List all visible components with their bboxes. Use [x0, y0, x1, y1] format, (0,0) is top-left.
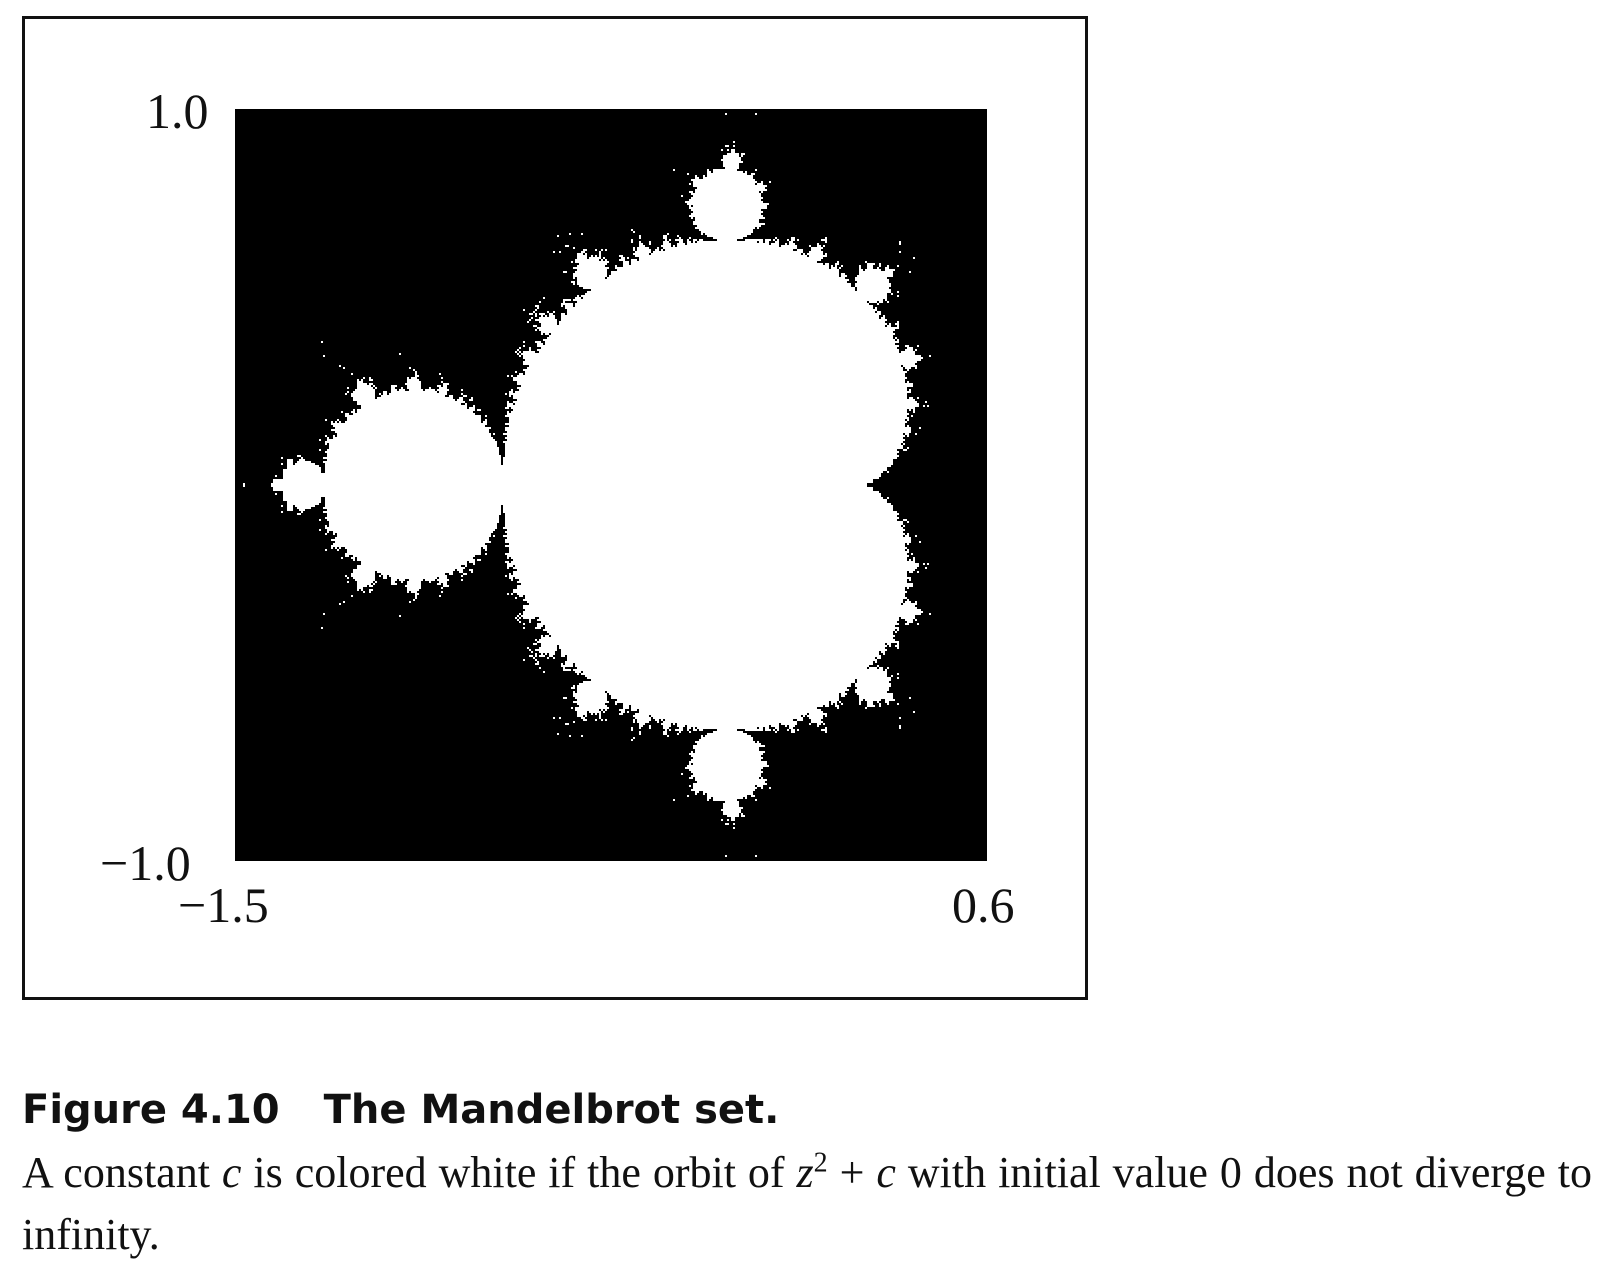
caption-text: A constant c is colored white if the orb… — [22, 1142, 1592, 1266]
y-tick-top: 1.0 — [146, 83, 209, 139]
variable-c: c — [221, 1148, 242, 1197]
figure-title: The Mandelbrot set. — [323, 1087, 780, 1133]
variable-z: z — [796, 1148, 814, 1197]
variable-c: c — [876, 1148, 896, 1197]
figure-caption: Figure 4.10 The Mandelbrot set. A constan… — [22, 1084, 1592, 1266]
mandelbrot-set-shape — [243, 113, 931, 857]
y-tick-bottom: −1.0 — [100, 835, 191, 891]
mandelbrot-set-region — [243, 113, 931, 857]
caption-text-part: A constant — [22, 1148, 222, 1197]
mandelbrot-svg — [235, 109, 987, 861]
mandelbrot-plot — [235, 109, 987, 861]
figure-frame — [22, 16, 1088, 1000]
caption-text-part: + — [827, 1148, 877, 1197]
exponent: 2 — [813, 1147, 828, 1179]
caption-text-part: with initial value 0 does not diverge to… — [22, 1148, 1592, 1259]
figure-label: Figure 4.10 — [22, 1087, 280, 1133]
x-tick-right: 0.6 — [952, 877, 1015, 933]
caption-heading: Figure 4.10 The Mandelbrot set. — [22, 1084, 1592, 1136]
x-tick-left: −1.5 — [178, 877, 269, 933]
caption-text-part: is colored white if the orbit of — [241, 1148, 797, 1197]
